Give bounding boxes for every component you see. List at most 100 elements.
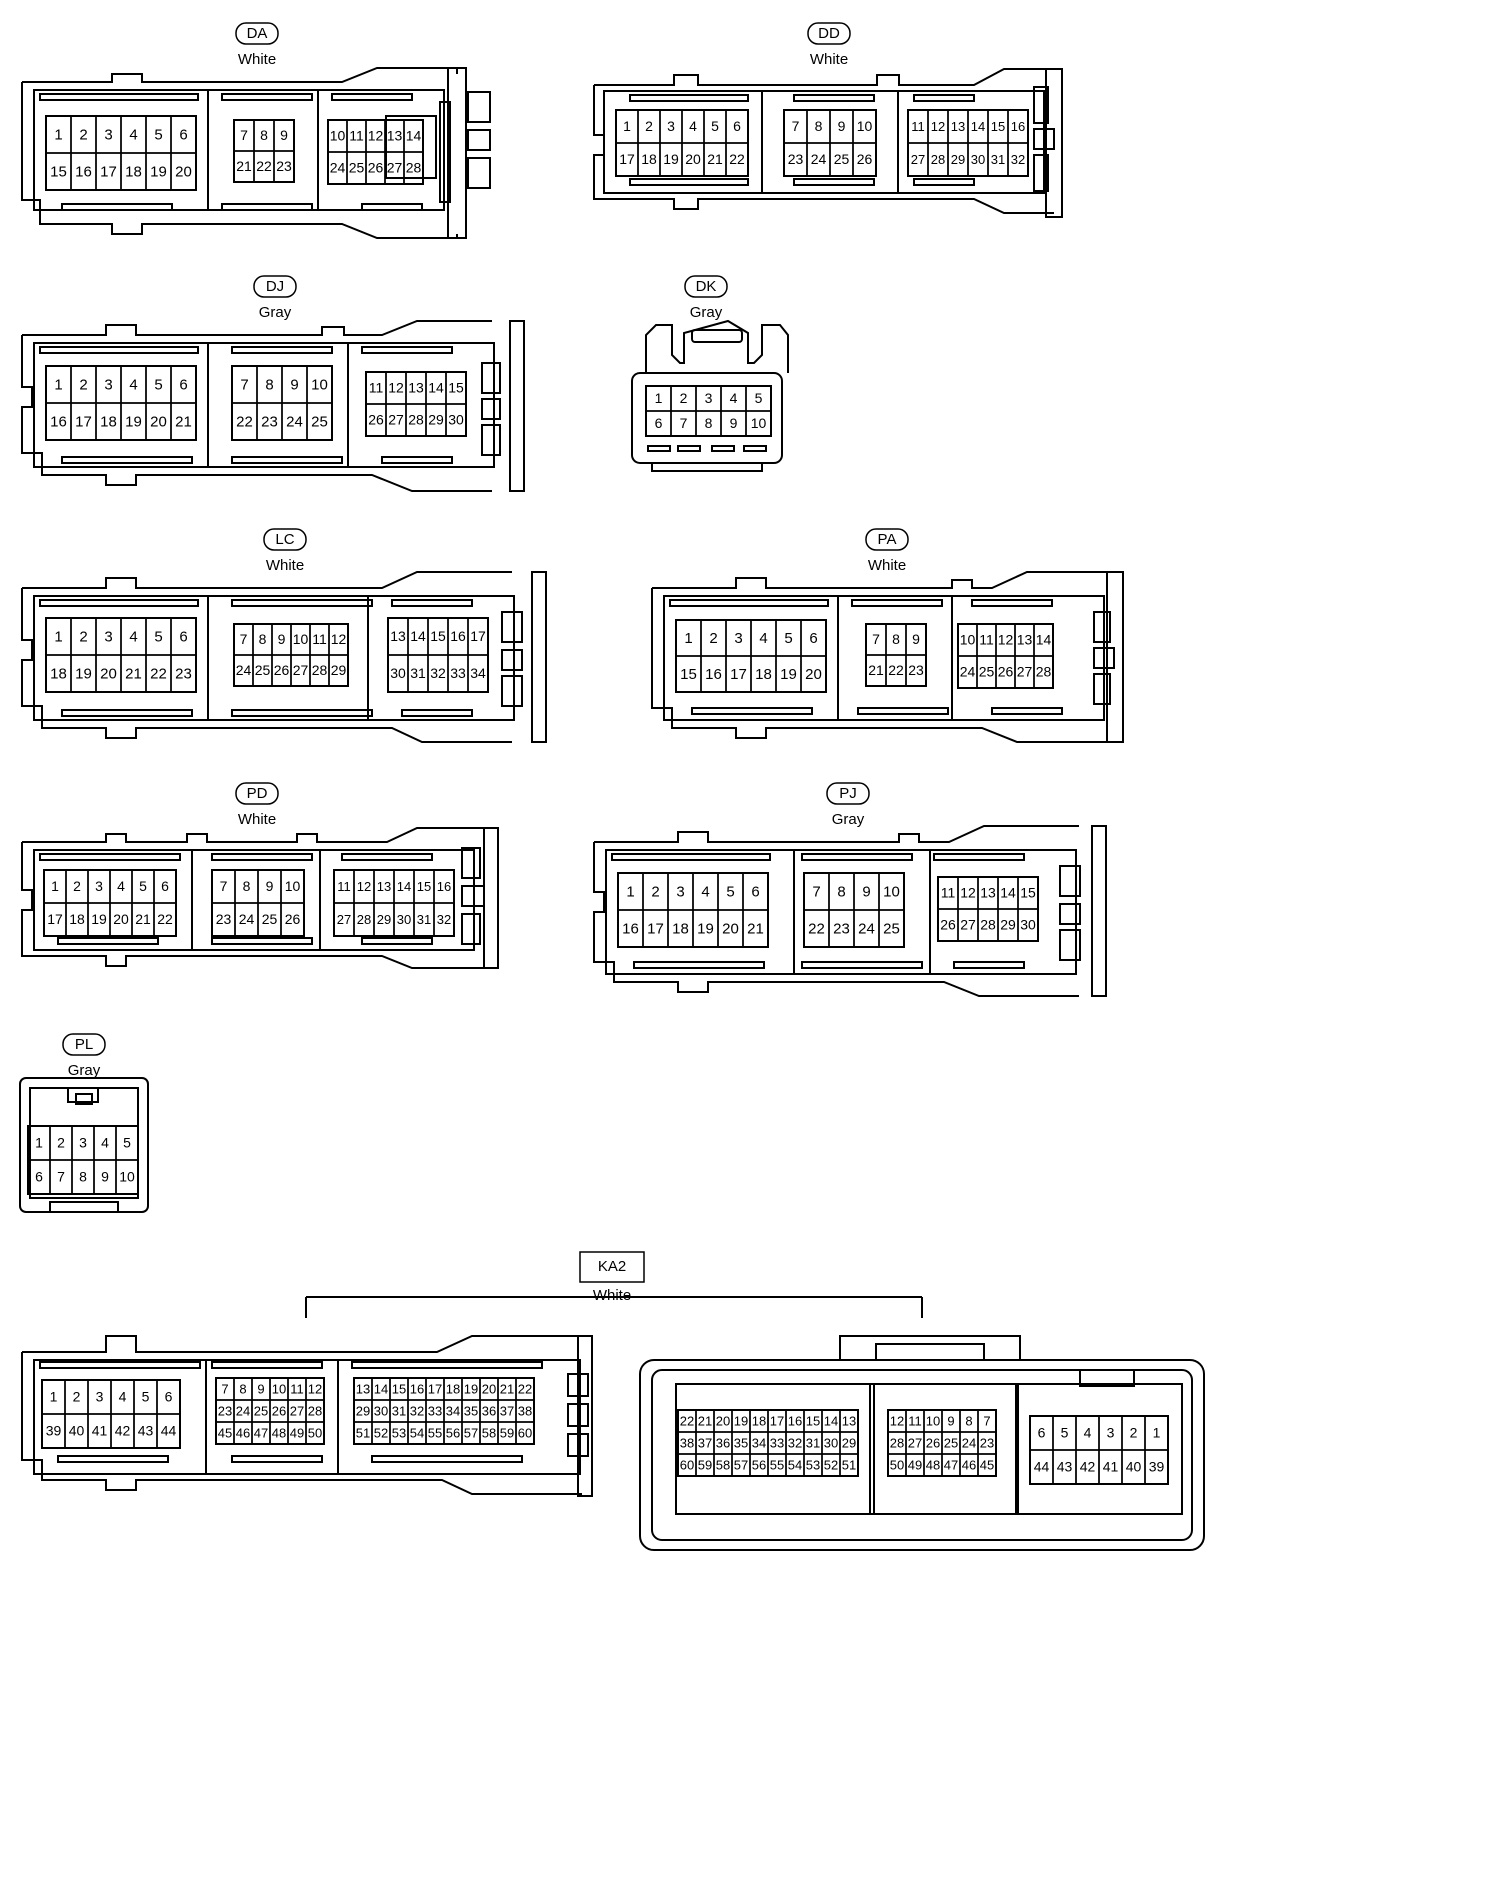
- housing-inner-frame: [33, 595, 515, 721]
- connector-code-badge: [62, 1033, 106, 1056]
- pin-number: 7: [680, 415, 688, 431]
- side-latch: [467, 129, 491, 151]
- pin-number: 22: [808, 920, 825, 937]
- pin-number: 30: [374, 1403, 388, 1418]
- bottom-rib: [49, 1201, 119, 1213]
- pin-number: 53: [806, 1457, 820, 1472]
- pin-number: 28: [980, 917, 996, 933]
- pin-number: 22: [729, 151, 745, 167]
- pin-number: 18: [755, 666, 772, 683]
- connector-code: PD: [247, 785, 268, 802]
- pin-number: 16: [450, 628, 466, 644]
- pin-number: 51: [842, 1457, 856, 1472]
- pin-number: 37: [698, 1435, 712, 1450]
- pin-number: 8: [265, 376, 273, 393]
- pin-number: 52: [824, 1457, 838, 1472]
- pin-number: 1: [655, 390, 663, 406]
- pin-number: 11: [911, 119, 925, 134]
- pin-number: 60: [680, 1457, 694, 1472]
- slot: [913, 94, 975, 102]
- pin-number: 3: [96, 1389, 104, 1405]
- pin-number: 28: [406, 160, 422, 176]
- pin-cell: [725, 142, 749, 177]
- slot: [39, 853, 181, 861]
- side-latch: [481, 424, 501, 456]
- pin-number: 10: [311, 376, 328, 393]
- pin-number: 8: [260, 127, 268, 143]
- pin-number: 12: [890, 1413, 904, 1428]
- pin-number: 12: [357, 879, 371, 894]
- pin-number: 19: [91, 911, 107, 927]
- housing-top: [594, 825, 1079, 843]
- pin-number: 27: [337, 912, 351, 927]
- pin-number: 57: [464, 1425, 478, 1440]
- pin-cell: [977, 1453, 997, 1477]
- pin-cell: [1007, 142, 1029, 177]
- side-latch: [1059, 865, 1081, 897]
- pin-number: 45: [218, 1425, 232, 1440]
- pin-number: 5: [154, 376, 162, 393]
- side-latch: [577, 1335, 593, 1497]
- pin-number: 46: [962, 1457, 976, 1472]
- slot: [991, 707, 1063, 715]
- connector-color: Gray: [68, 1062, 101, 1079]
- pin-cell: [170, 402, 197, 441]
- side-latch: [447, 67, 467, 239]
- slot: [793, 178, 875, 186]
- slot: [341, 853, 433, 861]
- pin-number: 19: [697, 920, 714, 937]
- housing-bottom: [21, 1352, 582, 1495]
- pin-cell: [745, 410, 772, 437]
- connector-code: PA: [878, 531, 897, 548]
- pin-number: 25: [349, 160, 365, 176]
- pin-number: 49: [908, 1457, 922, 1472]
- slot: [611, 853, 771, 861]
- slot: [231, 346, 333, 354]
- pin-number: 22: [680, 1413, 694, 1428]
- pin-number: 3: [667, 118, 675, 134]
- housing-inner-frame: [605, 849, 1077, 975]
- pin-number: 14: [1000, 885, 1016, 901]
- pin-number: 39: [46, 1423, 62, 1439]
- pin-number: 17: [100, 163, 117, 180]
- pin-number: 6: [1038, 1425, 1046, 1441]
- pin-number: 6: [179, 126, 187, 143]
- pin-number: 24: [286, 413, 303, 430]
- pin-number: 5: [726, 883, 734, 900]
- pin-number: 38: [680, 1435, 694, 1450]
- pin-number: 60: [518, 1425, 532, 1440]
- pin-number: 12: [998, 632, 1014, 648]
- side-latch: [1045, 68, 1063, 218]
- pin-cell: [273, 150, 295, 183]
- side-latch: [1059, 903, 1081, 925]
- slot: [351, 1361, 543, 1369]
- slot: [361, 937, 433, 945]
- pin-number: 4: [119, 1389, 127, 1405]
- slot: [221, 93, 313, 101]
- pin-number: 25: [979, 664, 995, 680]
- pin-number: 15: [680, 666, 697, 683]
- pin-number: 25: [834, 151, 850, 167]
- pin-number: 23: [276, 158, 292, 174]
- pin-number: 2: [651, 883, 659, 900]
- slot: [221, 203, 313, 211]
- side-latch: [1106, 571, 1124, 743]
- pin-number: 16: [1011, 119, 1025, 134]
- pin-number: 27: [388, 412, 404, 428]
- pin-number: 2: [57, 1135, 65, 1151]
- pin-number: 21: [236, 158, 252, 174]
- pin-number: 40: [69, 1423, 85, 1439]
- slot: [743, 445, 767, 452]
- pin-cell: [905, 654, 927, 687]
- pin-number: 25: [255, 662, 271, 678]
- pin-number: 19: [125, 413, 142, 430]
- side-latch: [467, 157, 491, 189]
- pin-number: 10: [960, 632, 976, 648]
- pin-number: 16: [788, 1413, 802, 1428]
- pin-number: 5: [123, 1135, 131, 1151]
- pin-number: 12: [368, 128, 384, 144]
- connector-code-badge: [684, 275, 728, 298]
- connector-code-badge: [263, 528, 307, 551]
- pin-number: 47: [254, 1425, 268, 1440]
